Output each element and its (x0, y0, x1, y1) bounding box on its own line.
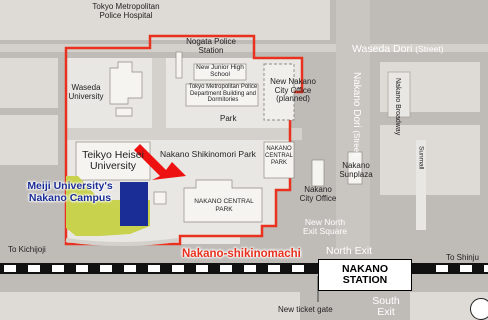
teikyo-heisei-label: Teikyo Heisei University (82, 149, 144, 172)
block-right-2 (380, 125, 480, 195)
central-park-south-label: NAKANO CENTRAL PARK (194, 198, 254, 213)
new-ticket-gate-label: New ticket gate (278, 305, 333, 314)
police-dept-label: Tokyo Metropolitan Police Department Bui… (188, 84, 258, 103)
railway-sleeper (292, 265, 304, 272)
block-south (0, 292, 488, 320)
new-north-exit-square-label: New North Exit Square (303, 217, 347, 236)
police-dept-building (185, 83, 259, 107)
railway-sleeper (268, 265, 280, 272)
new-city-office-site (263, 63, 295, 121)
nogata-police-label: Nogata Police Station (186, 37, 236, 55)
nakano-dori-label: Nakano Dori (Street) (351, 72, 362, 158)
meiji-university-label: Meiji University's Nakano Campus (27, 180, 113, 204)
park-strip (170, 110, 290, 126)
nakano-dori-road (336, 0, 370, 250)
compass-icon (470, 298, 488, 320)
waseda-dori-road (0, 44, 488, 52)
railway-sleepers (4, 265, 488, 272)
junior-high-building (193, 63, 247, 81)
railway-sleeper (220, 265, 232, 272)
campus-road (65, 238, 179, 246)
railway-sleeper (28, 265, 40, 272)
block-top-strip (0, 0, 330, 40)
railway-sleeper (100, 265, 112, 272)
central-park-east-label: NAKANO CENTRAL PARK (264, 146, 293, 166)
railway-sleeper (460, 265, 472, 272)
pointer-arrow-icon (134, 144, 186, 180)
railway-sleeper (196, 265, 208, 272)
north-exit-label: North Exit (326, 245, 373, 257)
sunplaza-building (347, 151, 363, 185)
railway-sleeper (172, 265, 184, 272)
railway-sleeper (148, 265, 160, 272)
sunplaza-label: Nakano Sunplaza (339, 161, 373, 179)
junior-high-label: New Junior High School (196, 64, 244, 78)
to-shinjuku-label: To Shinju (446, 253, 479, 262)
to-kichijoji-label: To Kichijoji (8, 245, 46, 254)
railway-sleeper (436, 265, 448, 272)
waseda-university-label: Waseda University (68, 83, 104, 101)
police-hospital-building (109, 61, 143, 105)
inner-road-1 (66, 128, 302, 140)
block-left-1 (0, 58, 58, 108)
city-office-building (311, 159, 325, 187)
district-outline (64, 34, 304, 246)
meiji-campus-building (120, 182, 148, 226)
waseda-dori-label: Waseda Dori (Street) (352, 43, 444, 55)
south-exit-label: South Exit (372, 295, 400, 318)
sunmall-arcade (416, 140, 426, 230)
sunmall-label: Sunmall (417, 146, 425, 170)
nakano-shikinomachi-label: Nakano-shikinomachi (182, 248, 301, 260)
police-hospital-label: Tokyo Metropolitan Police Hospital (92, 2, 160, 20)
nakano-station-sign: NAKANO STATION (318, 259, 412, 291)
new-city-office-label: New Nakano City Office (planned) (270, 77, 316, 103)
broadway-building (387, 71, 411, 118)
railway-sleeper (484, 265, 488, 272)
shikinomori-park-label: Nakano Shikinomori Park (160, 149, 256, 159)
small-building (153, 191, 167, 205)
railway-sleeper (52, 265, 64, 272)
city-office-label: Nakano City Office (299, 185, 337, 203)
railway-sleeper (244, 265, 256, 272)
central-park-east-building (263, 141, 295, 179)
nakano-broadway-label: Nakano Broadway (394, 78, 401, 136)
railway-sleeper (76, 265, 88, 272)
police-hospital-annex (115, 107, 133, 117)
block-left-2 (0, 115, 58, 165)
railway-sleeper (4, 265, 16, 272)
railway-sleeper (124, 265, 136, 272)
central-park-south-building (183, 179, 263, 223)
park-label: Park (220, 114, 237, 123)
inner-road-2 (152, 58, 166, 128)
nogata-police-building (175, 51, 183, 79)
